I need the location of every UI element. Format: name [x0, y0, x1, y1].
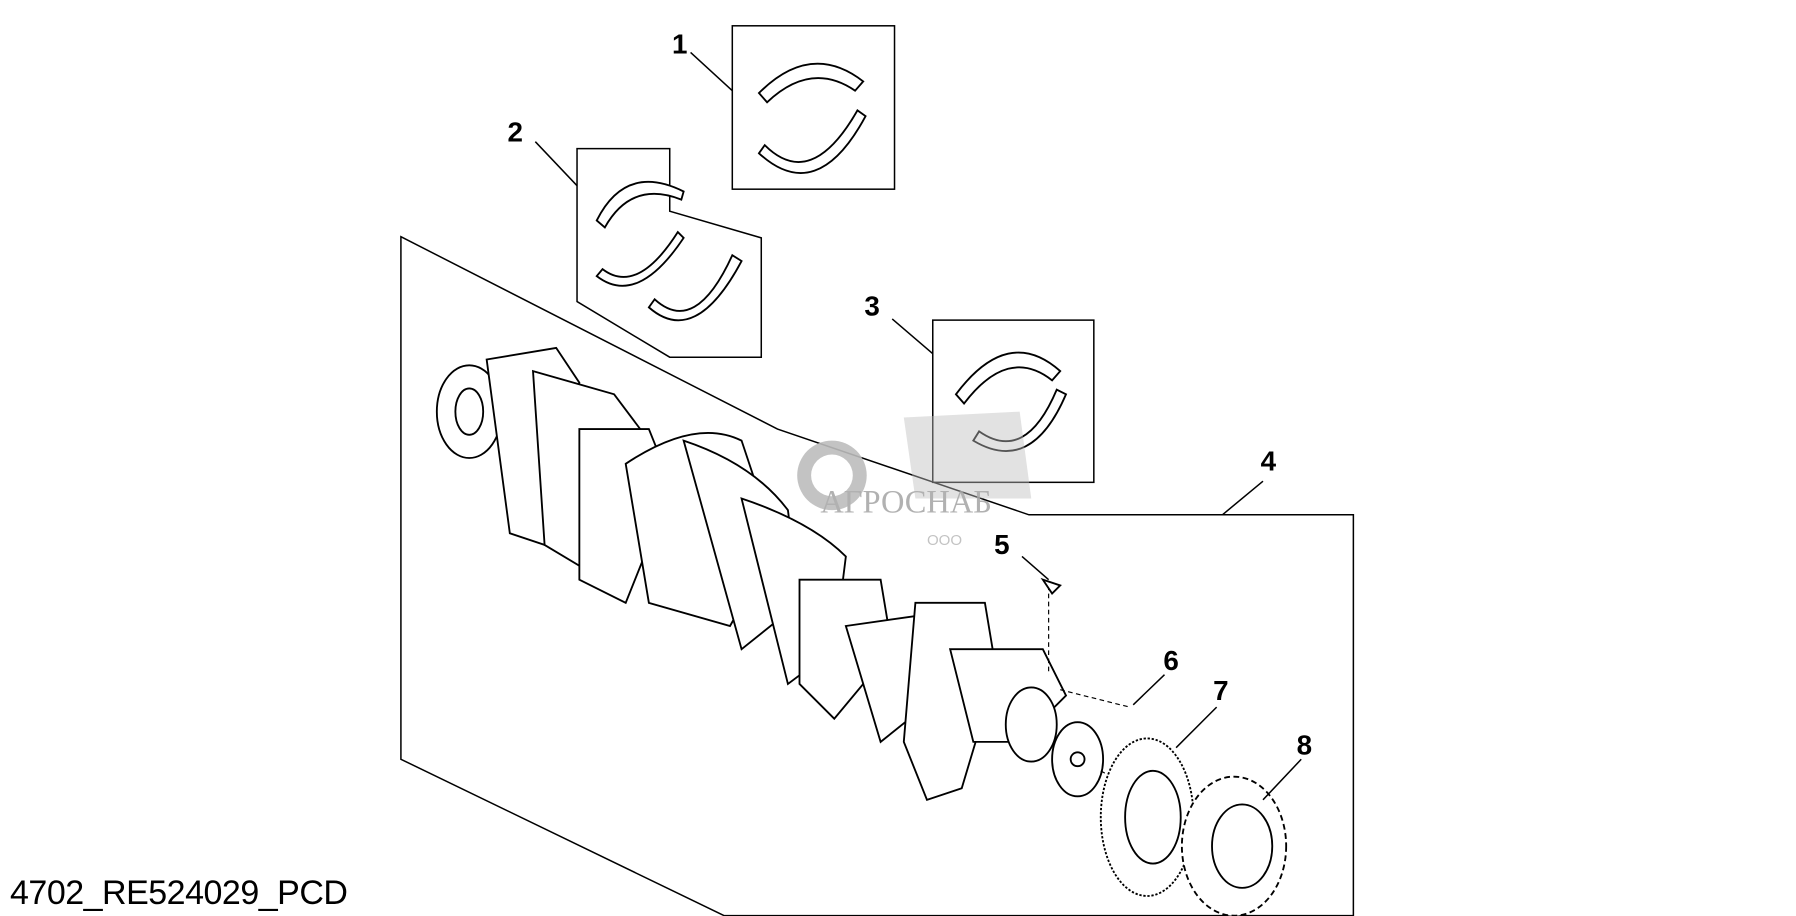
callout-1: 1 [672, 29, 687, 60]
watermark-name: АГРОСНАБ [820, 484, 992, 520]
crankshaft[interactable] [435, 346, 1105, 801]
drawing-caption: 4702_RE524029_PCD [10, 874, 348, 912]
callout-4: 4 [1261, 446, 1277, 477]
callout-3: 3 [864, 290, 879, 321]
part-5-key[interactable] [1040, 577, 1062, 596]
part-3-bearing-box[interactable] [932, 319, 1095, 484]
callout-8: 8 [1297, 730, 1312, 761]
callout-7: 7 [1213, 675, 1228, 706]
part-2-thrust-washer-box[interactable] [576, 147, 763, 358]
callout-6: 6 [1163, 645, 1178, 676]
callout-2: 2 [508, 117, 523, 148]
part-8-crankshaft-gear[interactable] [1180, 775, 1288, 916]
part-1-bearing-box[interactable] [731, 25, 896, 190]
watermark-prefix: ООО [927, 532, 962, 549]
part-7-timing-gear[interactable] [1099, 737, 1195, 897]
callout-5: 5 [994, 529, 1009, 560]
watermark-logo: ООО АГРОСНАБ [797, 411, 1032, 549]
